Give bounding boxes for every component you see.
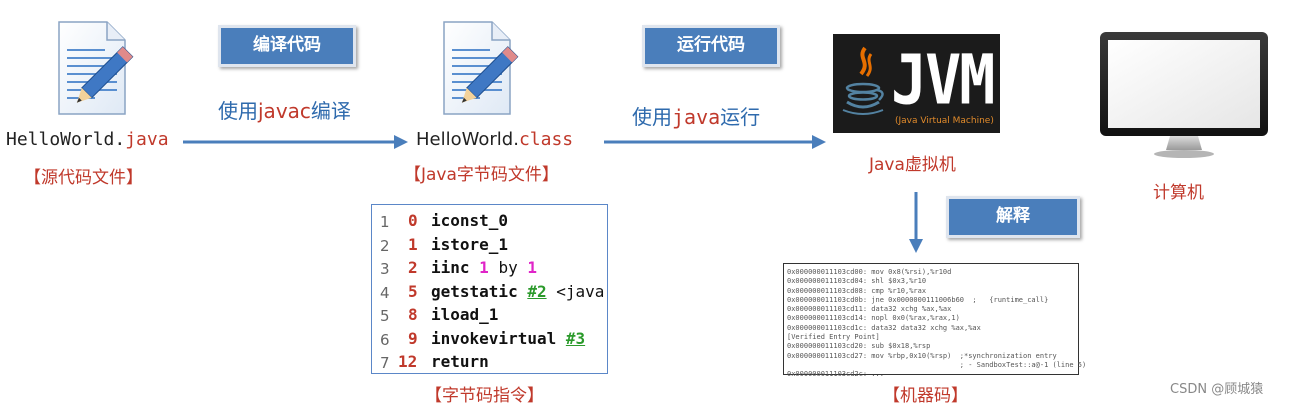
compile-caption: 使用javac编译 — [218, 99, 351, 123]
line-number: 2 — [380, 236, 390, 255]
document-icon — [55, 20, 134, 116]
opcode: iconst_0 — [431, 211, 509, 230]
interpret-step-box: 解释 — [946, 196, 1080, 238]
line-number: 3 — [380, 260, 390, 278]
machine-code-line: 0x000000011103cd27: mov %rbp,0x10(%rsp) … — [787, 351, 1057, 360]
operand-keyword: by — [488, 258, 528, 277]
compile-step-box: 编译代码 — [218, 25, 356, 67]
source-caption: 【源代码文件】 — [24, 168, 143, 188]
machine-code-line: [Verified Entry Point] — [787, 333, 880, 342]
instruction-index: 2 — [408, 258, 418, 277]
bytecode-caption: 【Java字节码文件】 — [404, 165, 559, 185]
instruction-index: 8 — [408, 305, 418, 324]
run-step-box: 运行代码 — [642, 25, 780, 67]
machine-code-line: 0x000000011103cd20: sub $0x18,%rsp — [787, 342, 931, 351]
instruction-op: iconst_0 — [431, 211, 508, 230]
source-file-label: HelloWorld.java — [6, 129, 169, 150]
run-caption: 使用java运行 — [632, 105, 761, 129]
machine-code-line: 0x000000011103cd0b: jne 0x0000000111006b… — [787, 295, 1049, 304]
operand: 1 — [479, 258, 489, 277]
line-number: 1 — [380, 213, 390, 231]
arrow-run — [604, 132, 826, 152]
machine-code-line: 0x000000011103cd14: nopl 0x0(%rax,%rax,1… — [787, 314, 960, 323]
jvm-logo-subtitle: (Java Virtual Machine) — [895, 116, 994, 126]
java-cup-icon — [842, 46, 884, 115]
jvm-logo: JVM (Java Virtual Machine) — [833, 34, 1000, 133]
opcode: getstatic — [431, 281, 528, 301]
arrow-compile — [183, 132, 408, 152]
instruction-op: istore_1 — [431, 235, 508, 254]
instruction-index: 5 — [408, 281, 418, 301]
machine-code-line: 0x000000011103cd00: mov 0x8(%rsi),%r10d — [787, 268, 952, 276]
bytecode-file-ext: class — [518, 129, 574, 150]
machine-code-line: 0x000000011103cd1c: data32 data32 xchg %… — [787, 323, 981, 332]
instruction-index: 9 — [408, 328, 418, 348]
instruction-op: invokevirtual #3 — [431, 329, 585, 348]
machine-code-line: ; - SandboxTest::a@-1 (line 5) — [787, 360, 1087, 369]
machine-code-caption: 【机器码】 — [883, 386, 968, 406]
computer-caption: 计算机 — [1153, 183, 1204, 203]
line-number: 6 — [380, 330, 390, 349]
instruction-index: 12 — [398, 352, 418, 371]
watermark: CSDN @顾城猿 — [1170, 382, 1264, 397]
bytecode-document-icon — [440, 20, 519, 116]
instructions-caption: 【字节码指令】 — [425, 386, 544, 406]
line-number: 7 — [380, 354, 390, 372]
line-number: 5 — [380, 307, 390, 325]
computer-monitor-icon — [1098, 30, 1270, 160]
instruction-op: getstatic #2 <java — [431, 282, 604, 301]
instruction-index: 1 — [408, 234, 418, 254]
source-file-ext: java — [125, 129, 169, 150]
operand-tail: <java — [546, 281, 605, 301]
opcode: iinc — [431, 258, 480, 277]
code-line: 7 12 return — [372, 352, 607, 376]
machine-code-line: 0x000000011103cd2c: ... — [787, 370, 884, 379]
bytecode-file-label: HelloWorld.class — [416, 129, 573, 150]
line-number: 4 — [380, 283, 390, 302]
machine-code-line: 0x000000011103cd04: shl $0x3,%r10 — [787, 277, 927, 286]
opcode: invokevirtual — [431, 328, 566, 348]
constant-pool-ref: #3 — [565, 328, 586, 348]
jvm-caption: Java虚拟机 — [869, 155, 956, 175]
source-file-base: HelloWorld. — [6, 129, 126, 150]
instruction-op: return — [431, 352, 489, 371]
instruction-op: iinc 1 by 1 — [431, 258, 537, 277]
jvm-logo-text: JVM — [891, 40, 995, 121]
machine-code-line: 0x000000011103cd11: data32 xchg %ax,%ax — [787, 305, 952, 314]
bytecode-file-base: HelloWorld. — [416, 129, 519, 150]
operand: 1 — [527, 258, 537, 277]
arrow-interpret — [906, 192, 926, 254]
opcode: istore_1 — [431, 234, 509, 254]
machine-code-line: 0x000000011103cd08: cmp %r10,%rax — [787, 286, 927, 295]
opcode: iload_1 — [431, 305, 499, 324]
instruction-index: 0 — [408, 211, 418, 230]
opcode: return — [431, 352, 489, 371]
instruction-op: iload_1 — [431, 305, 498, 324]
constant-pool-ref: #2 — [527, 281, 547, 301]
